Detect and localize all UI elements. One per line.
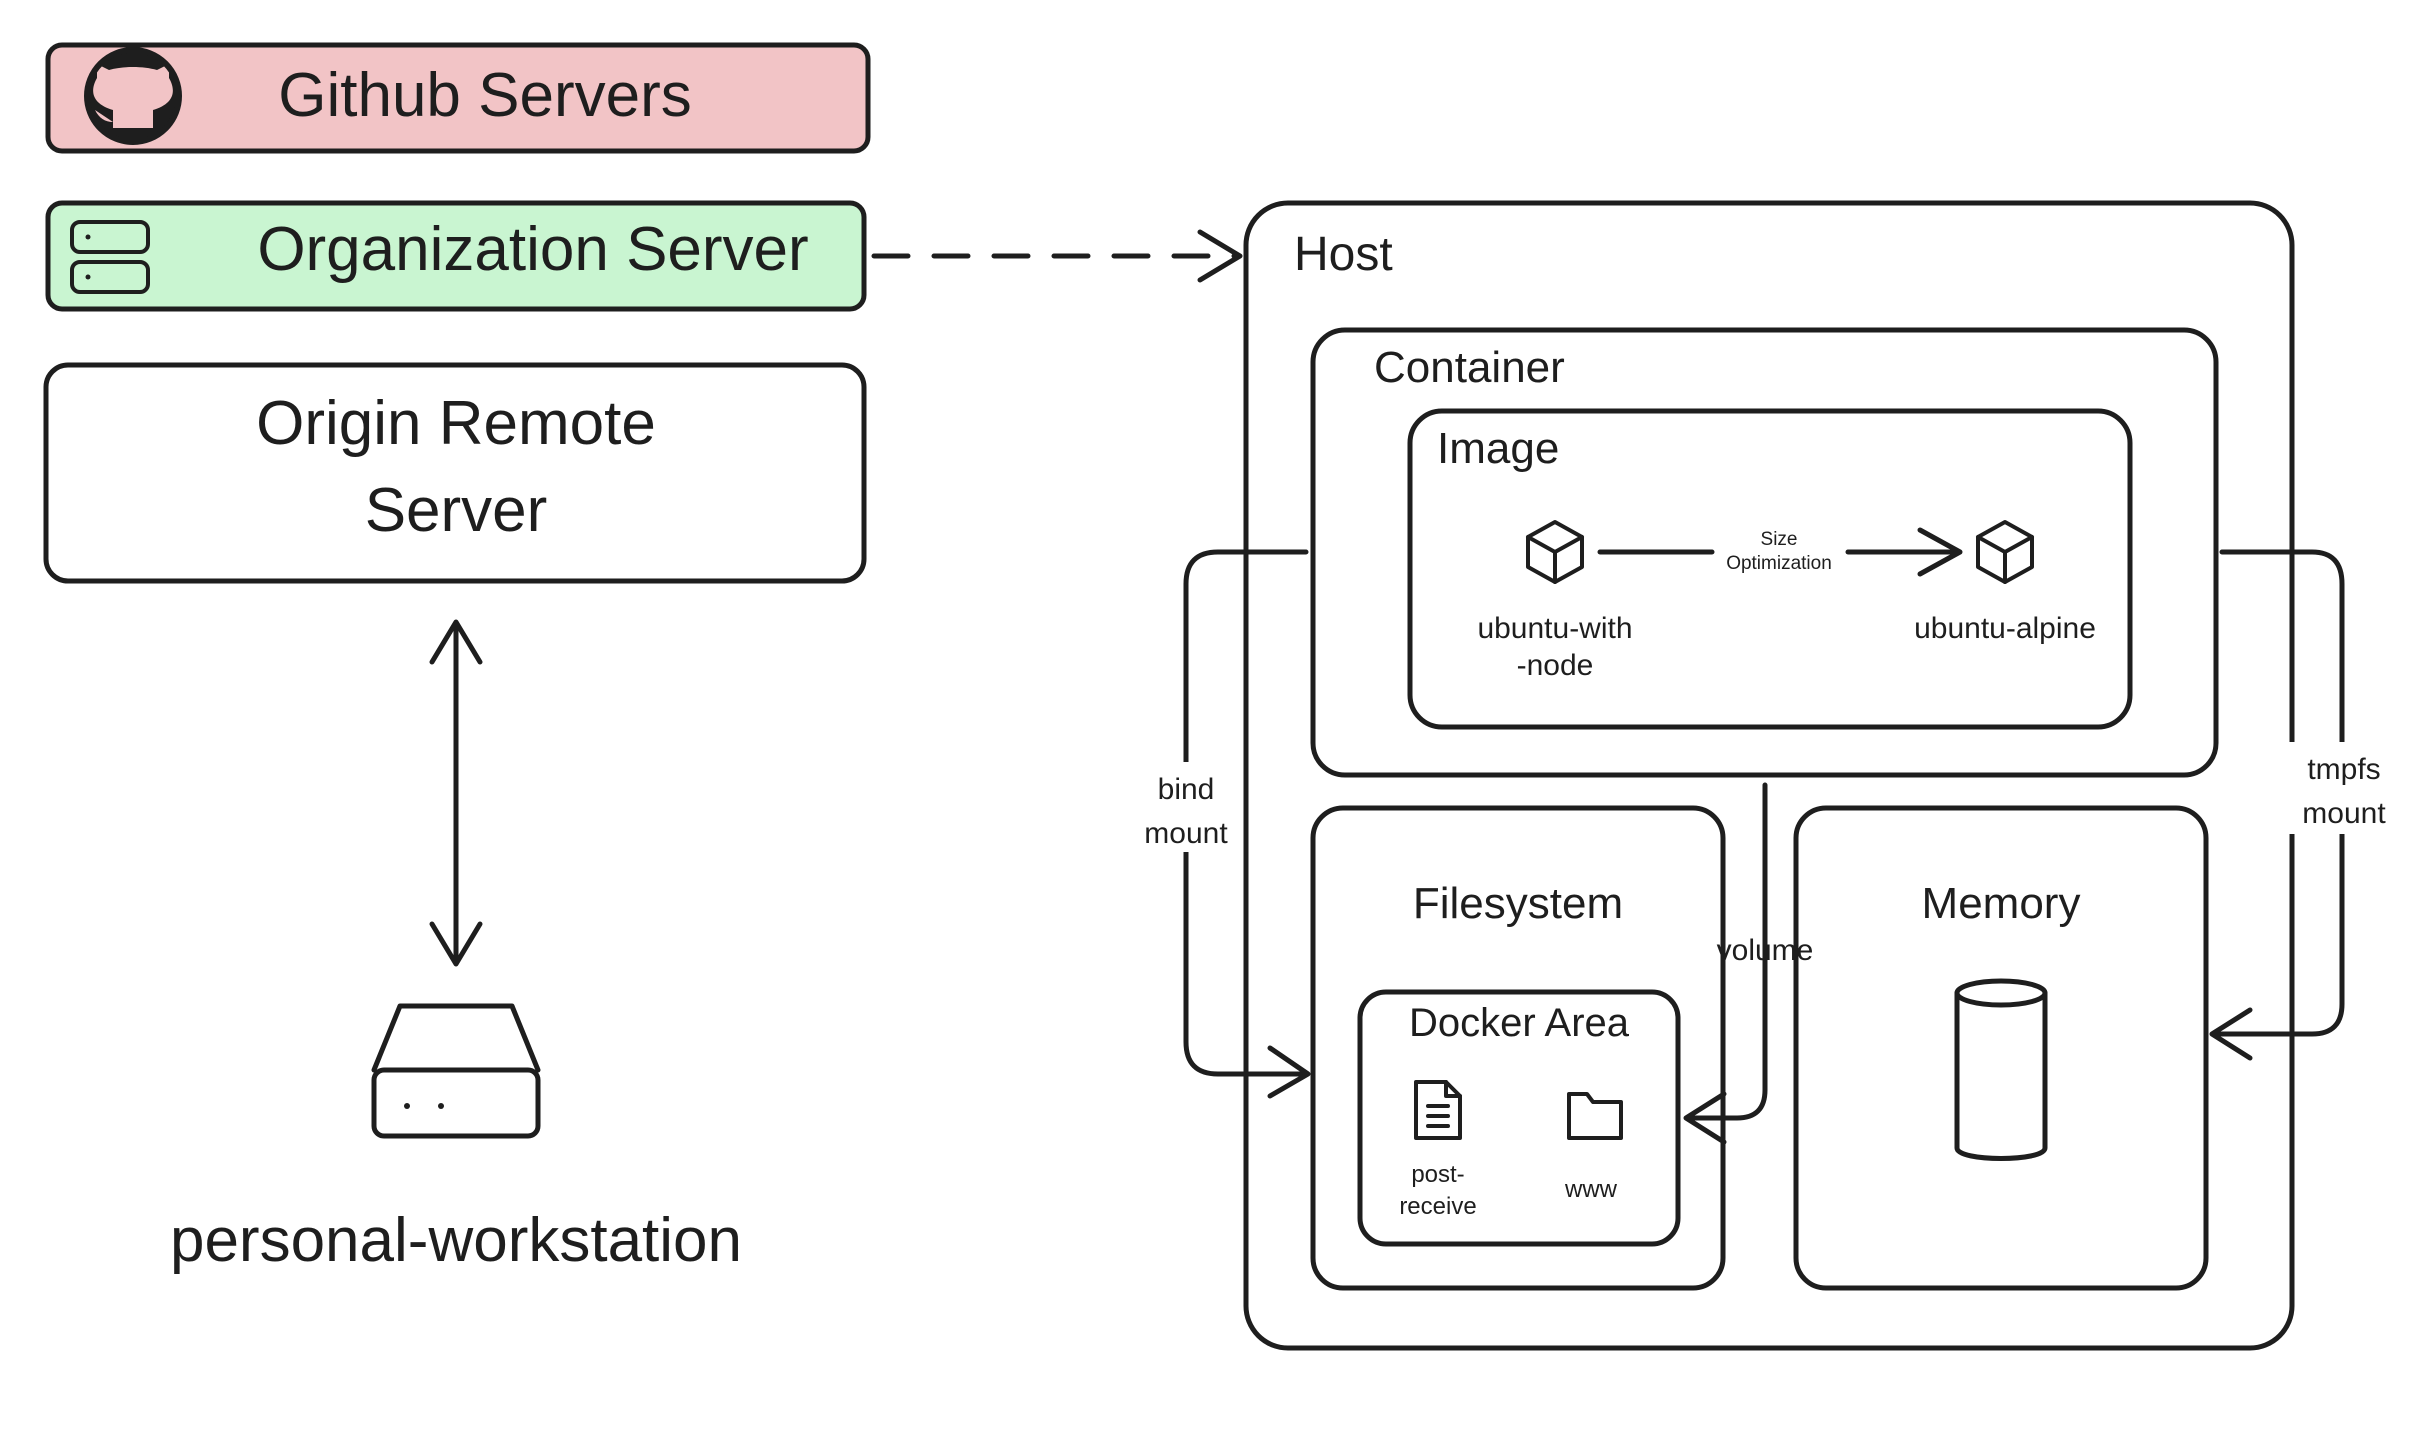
- workstation-label: personal-workstation: [170, 1206, 742, 1275]
- origin-remote-server-node: Origin Remote Server: [43, 362, 867, 584]
- organization-server-node: Organization Server: [45, 200, 867, 312]
- target-image-label: ubuntu-alpine: [1914, 612, 2096, 645]
- container-node: Container: [1310, 327, 2219, 778]
- cube-icon: [1976, 520, 2034, 584]
- origin-remote-label-line2: Server: [365, 476, 548, 545]
- memory-node: Memory: [1793, 805, 2209, 1291]
- memory-title: Memory: [1922, 879, 2081, 928]
- size-optimization-label-line1: Size: [1761, 529, 1798, 550]
- source-image-label-line2: -node: [1517, 649, 1594, 682]
- size-optimization-label-line2: Optimization: [1726, 553, 1832, 574]
- size-optimization-arrow: [1597, 527, 1963, 577]
- server-icon: [70, 220, 150, 294]
- bind-mount-label-bg: [1130, 762, 1242, 852]
- filesystem-title: Filesystem: [1413, 879, 1623, 928]
- github-icon: [84, 47, 182, 145]
- tmpfs-mount-label-bg: [2288, 742, 2400, 834]
- github-servers-node: Github Servers: [45, 42, 871, 154]
- folder-label: www: [1564, 1176, 1618, 1203]
- hard-drive-icon: [371, 1003, 541, 1139]
- tmpfs-mount-label-line1: tmpfs: [2307, 753, 2380, 786]
- organization-server-label: Organization Server: [257, 215, 808, 284]
- cube-icon: [1526, 520, 1584, 584]
- image-node: Image ubuntu-with -node Size Optimizatio…: [1407, 408, 2133, 730]
- docker-area-title: Docker Area: [1409, 1001, 1630, 1045]
- file-label-line1: post-: [1411, 1161, 1464, 1188]
- bind-mount-label-line2: mount: [1144, 817, 1228, 850]
- origin-remote-label-line1: Origin Remote: [256, 389, 656, 458]
- github-servers-label: Github Servers: [278, 61, 692, 130]
- folder-icon: [1567, 1092, 1623, 1140]
- source-image-label-line1: ubuntu-with: [1477, 612, 1632, 645]
- container-title: Container: [1374, 343, 1565, 392]
- image-title: Image: [1437, 424, 1559, 473]
- filesystem-node: Filesystem: [1310, 805, 1726, 1291]
- volume-arrow: [1683, 782, 1768, 1145]
- bind-mount-label-line1: bind: [1158, 773, 1215, 806]
- origin-workstation-arrow: [429, 619, 483, 967]
- cylinder-icon: [1954, 978, 2048, 1161]
- file-label-line2: receive: [1399, 1193, 1476, 1220]
- org-to-host-arrow: [871, 229, 1243, 283]
- docker-area-node: Docker Area post- receive www: [1357, 989, 1681, 1247]
- tmpfs-mount-label-line2: mount: [2302, 797, 2386, 830]
- host-title: Host: [1294, 228, 1393, 281]
- file-icon: [1414, 1080, 1462, 1140]
- volume-label: volume: [1717, 934, 1814, 967]
